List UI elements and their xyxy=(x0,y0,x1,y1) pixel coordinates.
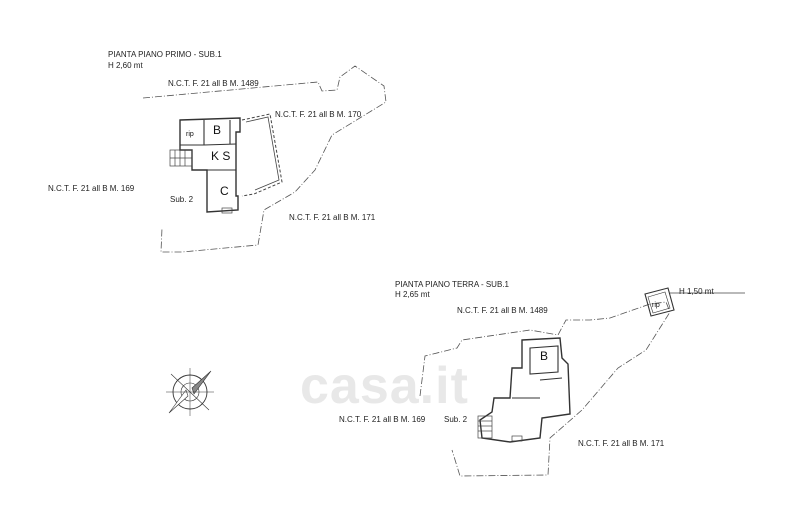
first-floor-title: PIANTA PIANO PRIMO - SUB.1 xyxy=(108,50,222,59)
ground-floor-parcel-171: N.C.T. F. 21 all B M. 171 xyxy=(578,439,665,448)
ground-floor-rip-height: H 1,50 mt xyxy=(679,287,714,296)
first-floor-parcel-170: N.C.T. F. 21 all B M. 170 xyxy=(275,110,362,119)
first-floor-room-kitchen: K S xyxy=(211,149,231,163)
ground-floor-stair xyxy=(477,415,493,439)
ground-floor-sub2: Sub. 2 xyxy=(444,415,468,424)
ground-floor-room-bath: B xyxy=(540,349,549,363)
first-floor-sub2: Sub. 2 xyxy=(170,195,194,204)
ground-floor-title: PIANTA PIANO TERRA - SUB.1 xyxy=(395,280,509,289)
first-floor-room-bath: B xyxy=(213,123,222,137)
ground-floor-interior-walls xyxy=(512,345,563,399)
ground-floor-building-walls xyxy=(479,337,571,443)
north-arrow xyxy=(166,368,214,416)
first-floor-plan xyxy=(142,65,387,253)
first-floor-stair xyxy=(169,149,193,167)
first-floor-terrace xyxy=(241,113,283,197)
ground-floor-room-rip: rip xyxy=(652,302,660,309)
ground-floor-door xyxy=(511,435,523,442)
first-floor-terrace-edge xyxy=(245,116,280,191)
first-floor-height: H 2,60 mt xyxy=(108,61,143,70)
ground-floor-height: H 2,65 mt xyxy=(395,290,430,299)
ground-floor-rip-annex xyxy=(644,287,675,317)
watermark-text: casa.it xyxy=(300,357,469,415)
watermark: casa.it xyxy=(300,360,469,412)
first-floor-room-rip: rip xyxy=(186,131,194,138)
ground-floor-lot-boundary xyxy=(419,301,671,477)
ground-floor-parcel-1489: N.C.T. F. 21 all B M. 1489 xyxy=(457,306,548,315)
first-floor-lot-boundary xyxy=(142,65,387,253)
first-floor-parcel-171: N.C.T. F. 21 all B M. 171 xyxy=(289,213,376,222)
first-floor-room-bedroom: C xyxy=(220,184,229,198)
first-floor-parcel-169: N.C.T. F. 21 all B M. 169 xyxy=(48,184,135,193)
first-floor-interior-walls xyxy=(180,120,237,171)
first-floor-parcel-1489: N.C.T. F. 21 all B M. 1489 xyxy=(168,79,259,88)
ground-floor-plan xyxy=(419,287,745,477)
ground-floor-parcel-169: N.C.T. F. 21 all B M. 169 xyxy=(339,415,426,424)
first-floor-door xyxy=(221,207,233,214)
